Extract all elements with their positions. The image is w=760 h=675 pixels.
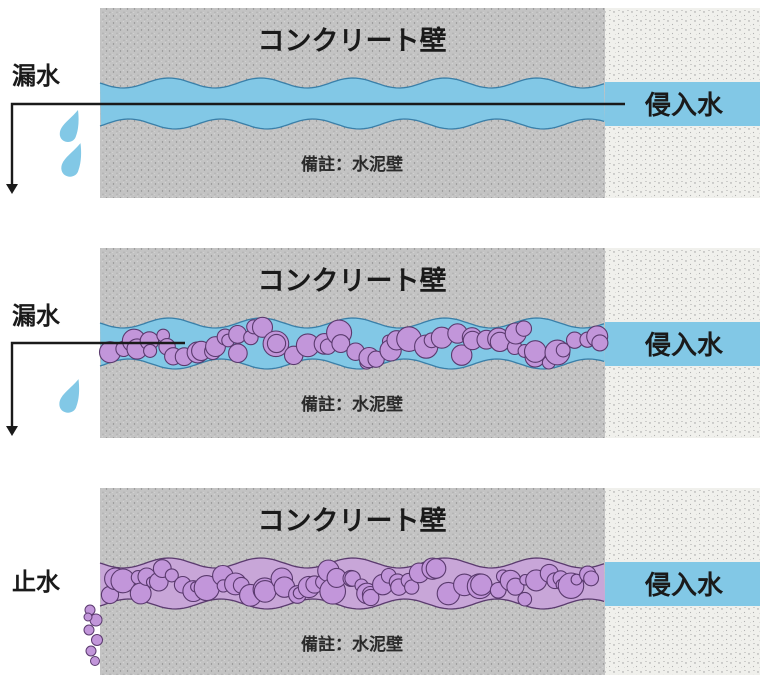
leak-path-line (10, 341, 185, 428)
grout-particle (251, 316, 274, 338)
left-label: 漏水 (12, 302, 61, 330)
intrusion-water-label: 侵入水 (644, 91, 724, 121)
crack-edge-top (99, 557, 605, 569)
intrusion-water-channel (605, 562, 760, 606)
grout-particle (470, 573, 493, 596)
arrow-down-icon (6, 426, 18, 436)
note-label: 備註：水泥壁 (301, 634, 403, 655)
crack-edge-bottom (99, 118, 605, 130)
grout-particle (425, 558, 447, 579)
note-label: 備註：水泥壁 (301, 394, 403, 415)
wall-label: コンクリート壁 (258, 266, 447, 297)
grout-particles (100, 557, 600, 607)
wall-label: コンクリート壁 (258, 26, 447, 57)
grout-particle (331, 334, 351, 354)
sealed-grout-cluster (83, 604, 103, 666)
crack-edge-top (99, 77, 605, 89)
grout-particle (266, 333, 287, 354)
crack-edge-bottom (99, 358, 605, 370)
intrusion-water-channel (605, 322, 760, 366)
grout-particles (98, 316, 609, 370)
water-droplet-icon (59, 110, 79, 142)
grout-particle (515, 320, 533, 337)
grout-particle (517, 591, 533, 607)
water-droplet-icon (59, 379, 80, 413)
intrusion-water-label: 侵入水 (644, 571, 724, 601)
leak-path-line (10, 102, 625, 186)
grout-particle (228, 343, 248, 364)
water-droplet-icon (61, 143, 82, 177)
arrow-down-icon (6, 184, 18, 194)
grout-particle (591, 334, 609, 352)
grout-particle (450, 344, 473, 366)
note-label: 備註：水泥壁 (301, 154, 403, 175)
intrusion-water-label: 侵入水 (644, 331, 724, 361)
grout-particle (143, 343, 158, 358)
grout-particle (164, 568, 179, 583)
left-label: 漏水 (12, 62, 61, 90)
grout-particle (362, 588, 380, 607)
grout-particle (555, 342, 571, 358)
grout-particle (506, 577, 525, 596)
intrusion-water-channel (605, 82, 760, 126)
left-label: 止水 (12, 568, 61, 596)
grout-particle (583, 570, 600, 587)
wall-label: コンクリート壁 (258, 506, 447, 537)
crack-edge-top (99, 317, 605, 329)
